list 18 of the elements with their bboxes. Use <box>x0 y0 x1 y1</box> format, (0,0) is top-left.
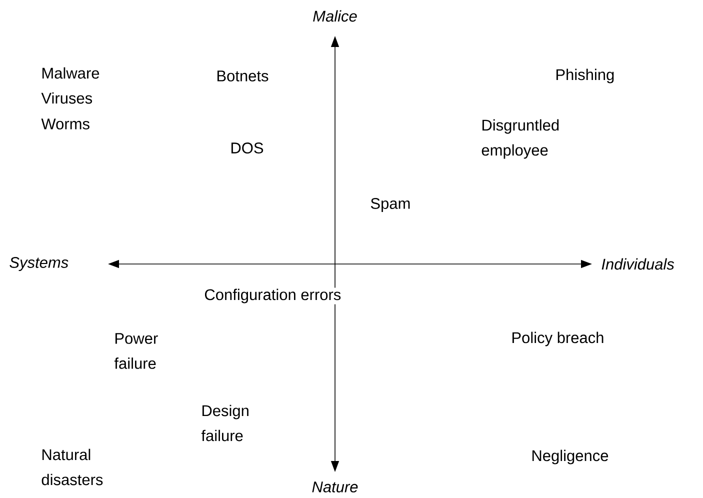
threat-label: Viruses <box>41 92 92 104</box>
threat-label: Power failure <box>114 333 158 369</box>
threat-label: Policy breach <box>512 332 604 346</box>
axis-label: Malice <box>313 10 357 22</box>
axis-label: Individuals <box>602 258 674 270</box>
threat-label: Botnets <box>217 70 268 82</box>
threat-label: Spam <box>370 198 410 212</box>
threat-label: Disgruntled employee <box>482 119 559 159</box>
threat-label: DOS <box>231 142 264 154</box>
threat-label: Malware <box>42 67 100 79</box>
threat-label: Natural disasters <box>42 448 103 486</box>
threat-label: Worms <box>41 118 90 130</box>
threat-label: Phishing <box>556 68 614 84</box>
threat-label: Negligence <box>532 450 608 464</box>
axis-label: Systems <box>10 256 68 272</box>
threat-label: Design failure <box>201 404 248 442</box>
axis-label: Nature <box>312 482 358 492</box>
threat-label: Configuration errors <box>203 288 342 304</box>
